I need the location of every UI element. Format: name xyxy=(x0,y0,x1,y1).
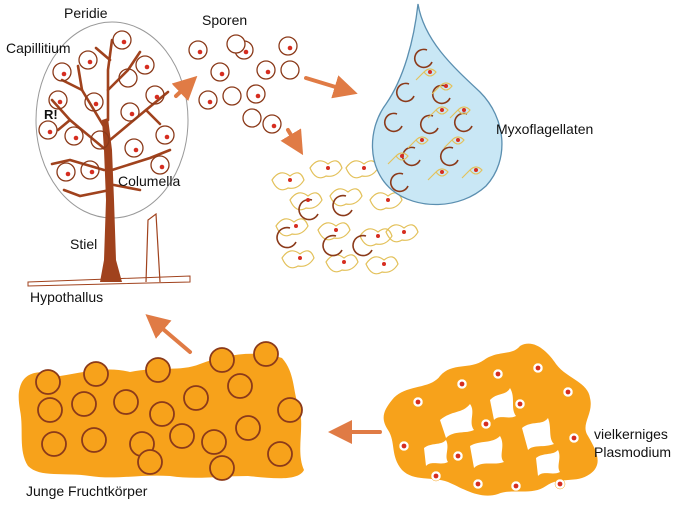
arrow-to-spores xyxy=(171,75,198,102)
stalk xyxy=(100,118,122,282)
spore xyxy=(222,86,242,106)
hypothallus xyxy=(27,275,191,287)
young-fruiting-bodies xyxy=(18,341,305,481)
spore xyxy=(226,34,246,54)
internal-spores xyxy=(38,30,175,182)
label-myxoflagellaten: Myxoflagellaten xyxy=(496,121,594,137)
arrow-to-hypothallus xyxy=(145,314,192,354)
spore xyxy=(188,40,208,60)
arrows xyxy=(145,75,382,444)
spore xyxy=(242,108,262,128)
spore xyxy=(278,36,298,56)
spore xyxy=(246,84,266,104)
spore xyxy=(210,62,230,82)
myxamoebae-cluster xyxy=(271,160,419,275)
arrow-to-flagellates xyxy=(304,75,358,99)
label-peridie: Peridie xyxy=(64,5,108,21)
capillitium-branches xyxy=(50,38,172,198)
label-hypothallus: Hypothallus xyxy=(30,289,104,305)
water-drop xyxy=(371,3,503,206)
spore xyxy=(280,60,300,80)
old-stalk xyxy=(145,212,161,283)
label-capillitium: Capillitium xyxy=(6,40,71,56)
label-plasmodium-line2: Plasmodium xyxy=(594,444,672,460)
spore xyxy=(256,60,276,80)
label-fruchtkoerper: Junge Fruchtkörper xyxy=(26,483,148,499)
label-r-mark: R! xyxy=(44,107,58,122)
label-sporen: Sporen xyxy=(202,12,248,28)
spore xyxy=(262,114,282,134)
internal-nuclei xyxy=(47,39,170,177)
label-columella: Columella xyxy=(118,173,181,189)
spore xyxy=(198,90,218,110)
sporocarp xyxy=(27,21,191,287)
arrow-to-amoebae xyxy=(280,128,304,156)
label-plasmodium-line1: vielkerniges xyxy=(594,426,668,442)
spores-cluster xyxy=(188,34,300,134)
label-stiel: Stiel xyxy=(70,236,98,252)
plasmodium xyxy=(383,343,598,496)
